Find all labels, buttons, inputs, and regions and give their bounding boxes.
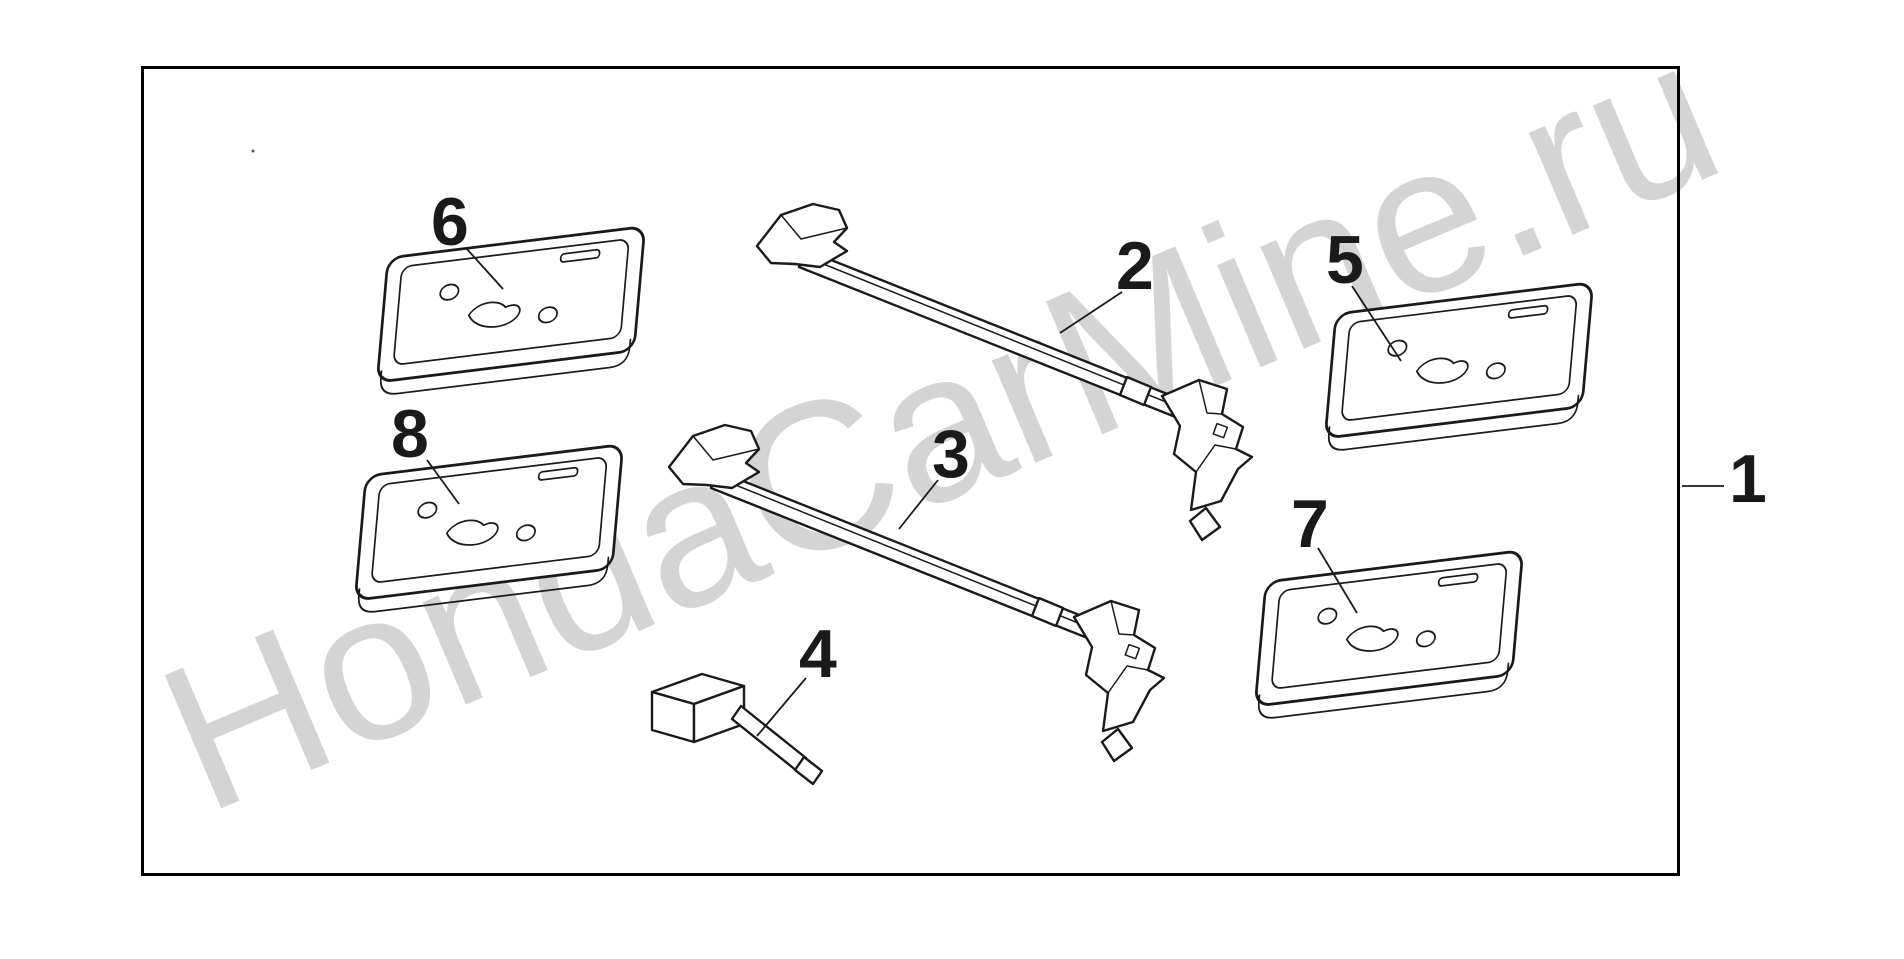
callout-2-label: 2 (1116, 228, 1154, 304)
callout-7-label: 7 (1291, 486, 1329, 562)
callout-1-label: 1 (1729, 441, 1767, 517)
part-pad-5-drawing (1322, 281, 1595, 454)
leader-line-6 (465, 247, 504, 290)
leader-line-8 (426, 459, 460, 505)
leader-line-4 (756, 677, 807, 737)
callout-4-label: 4 (799, 616, 837, 692)
leader-line-2 (1059, 291, 1123, 334)
diagram-border-box (141, 66, 1680, 876)
callout-8-label: 8 (391, 396, 429, 472)
part-pad-6-drawing (374, 225, 647, 398)
callout-5-label: 5 (1326, 222, 1364, 298)
part-tool-drawing (650, 672, 824, 786)
leader-line-5 (1351, 285, 1402, 362)
callout-3-label: 3 (932, 416, 970, 492)
callout-6-label: 6 (431, 184, 469, 260)
part-pad-7-drawing (1252, 549, 1525, 722)
leader-line-3 (898, 479, 939, 530)
part-crossbar-front-drawing (755, 202, 1254, 542)
leader-line-7 (1317, 547, 1358, 614)
print-speck (251, 149, 255, 153)
